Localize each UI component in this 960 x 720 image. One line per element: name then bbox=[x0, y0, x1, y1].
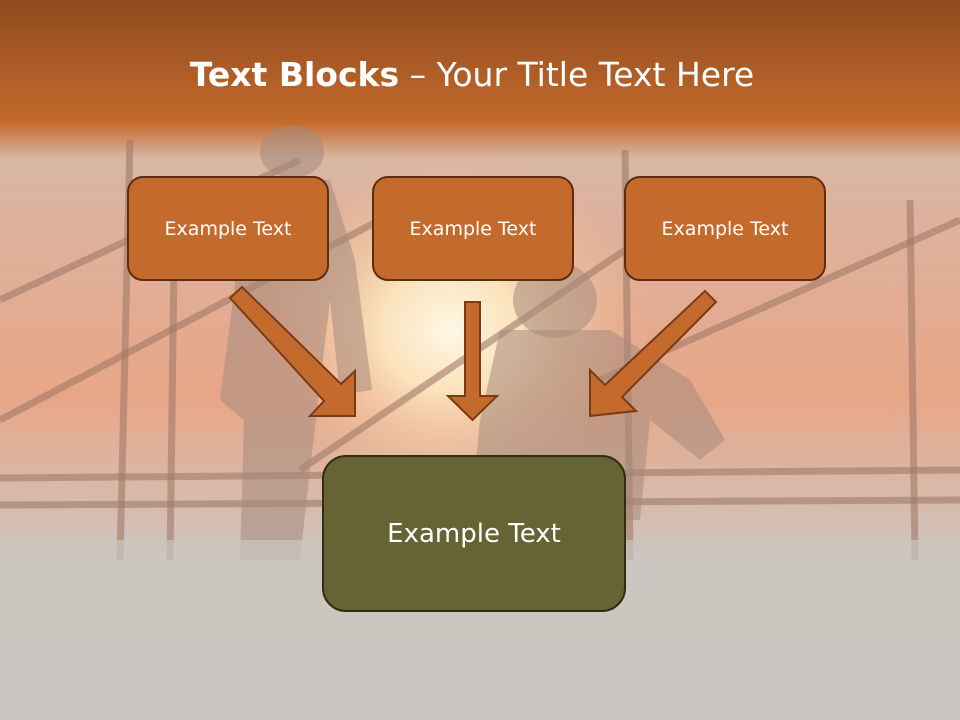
text-block-2[interactable]: Example Text bbox=[372, 176, 574, 281]
title-bold: Text Blocks bbox=[189, 55, 400, 94]
text-block-1-label: Example Text bbox=[164, 217, 292, 240]
main-text-block[interactable]: Example Text bbox=[322, 455, 626, 612]
arrow-left bbox=[228, 285, 356, 417]
slide-title: Text Blocks – Your Title Text Here bbox=[0, 52, 944, 98]
text-block-2-label: Example Text bbox=[409, 217, 537, 240]
text-block-3-label: Example Text bbox=[661, 217, 789, 240]
arrow-right bbox=[589, 289, 718, 418]
text-block-1[interactable]: Example Text bbox=[127, 176, 329, 281]
title-rest: – Your Title Text Here bbox=[399, 55, 755, 94]
arrow-center bbox=[445, 301, 500, 422]
main-text-block-label: Example Text bbox=[387, 518, 561, 549]
text-block-3[interactable]: Example Text bbox=[624, 176, 826, 281]
